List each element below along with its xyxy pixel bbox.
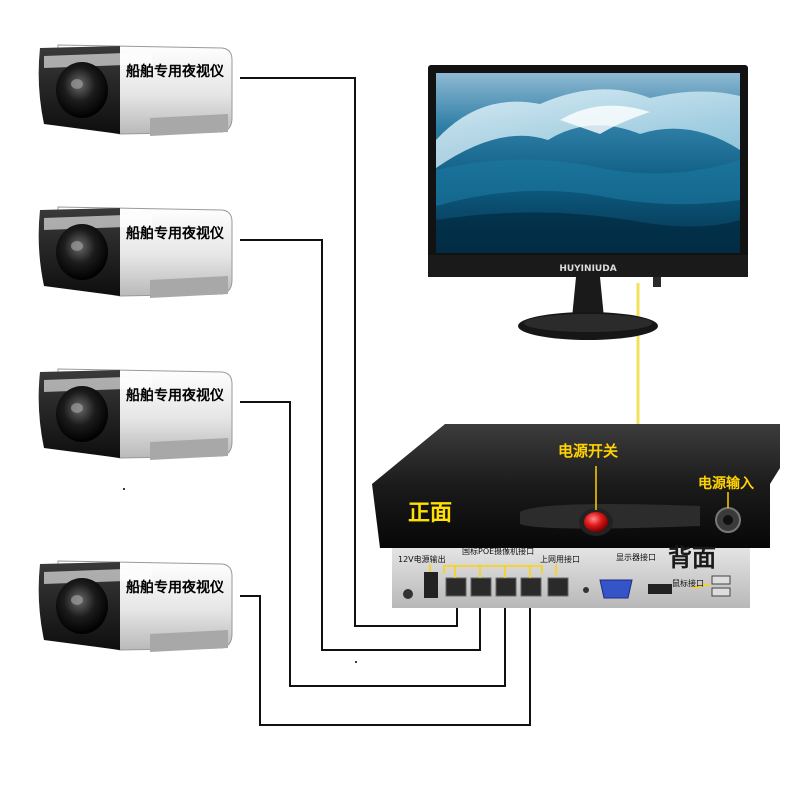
monitor-brand: HUYINIUDA bbox=[559, 264, 616, 274]
usb-port bbox=[711, 575, 731, 585]
mouse-port-label: 鼠标接口 bbox=[672, 578, 704, 588]
stray-dot bbox=[355, 661, 357, 663]
camera-4-cable bbox=[240, 595, 531, 726]
camera-label: 船舶专用夜视仪 bbox=[126, 63, 225, 80]
uplink-label: 上网用接口 bbox=[540, 554, 580, 564]
monitor: HUYINIUDA bbox=[428, 65, 748, 340]
poe-ports bbox=[445, 577, 542, 597]
power-input-label: 电源输入 bbox=[698, 475, 754, 492]
camera-4: 船舶专用夜视仪 bbox=[38, 560, 233, 652]
camera-lens-icon bbox=[56, 224, 108, 280]
camera-cables bbox=[240, 77, 531, 726]
hdmi-port bbox=[648, 584, 672, 594]
camera-2: 船舶专用夜视仪 bbox=[38, 206, 233, 298]
camera-lens-icon bbox=[56, 578, 108, 634]
camera-label: 船舶专用夜视仪 bbox=[126, 225, 225, 242]
usb-port bbox=[711, 587, 731, 597]
stray-dot bbox=[123, 488, 125, 490]
poe-ports-label: 国标POE摄像机接口 bbox=[462, 546, 534, 556]
camera-lens-icon bbox=[56, 386, 108, 442]
uplink-port bbox=[547, 577, 569, 597]
power-switch-label: 电源开关 bbox=[558, 442, 618, 460]
back-label: 背面 bbox=[668, 544, 716, 572]
camera-3: 船舶专用夜视仪 bbox=[38, 368, 233, 460]
camera-lens-icon bbox=[56, 62, 108, 118]
nvr-top bbox=[372, 424, 780, 484]
camera-2-cable bbox=[240, 239, 481, 651]
front-label: 正面 bbox=[408, 501, 452, 526]
monitor-stand bbox=[572, 277, 604, 318]
power-button bbox=[584, 512, 608, 532]
dc-12v-port bbox=[424, 572, 438, 598]
vga-port bbox=[599, 579, 633, 599]
camera-label: 船舶专用夜视仪 bbox=[126, 387, 225, 404]
port-12v-label: 12V电源输出 bbox=[398, 554, 446, 564]
camera-1: 船舶专用夜视仪 bbox=[38, 44, 233, 136]
nvr-device: 电源开关 电源输入 正面 背面 12V电源输出 国标POE摄像机接口 上网用接口… bbox=[372, 424, 780, 608]
dc-12v-jack bbox=[403, 589, 413, 599]
camera-3-cable bbox=[240, 401, 506, 687]
display-port-label: 显示器接口 bbox=[616, 552, 656, 562]
camera-label: 船舶专用夜视仪 bbox=[126, 579, 225, 596]
camera-1-cable bbox=[240, 77, 458, 627]
